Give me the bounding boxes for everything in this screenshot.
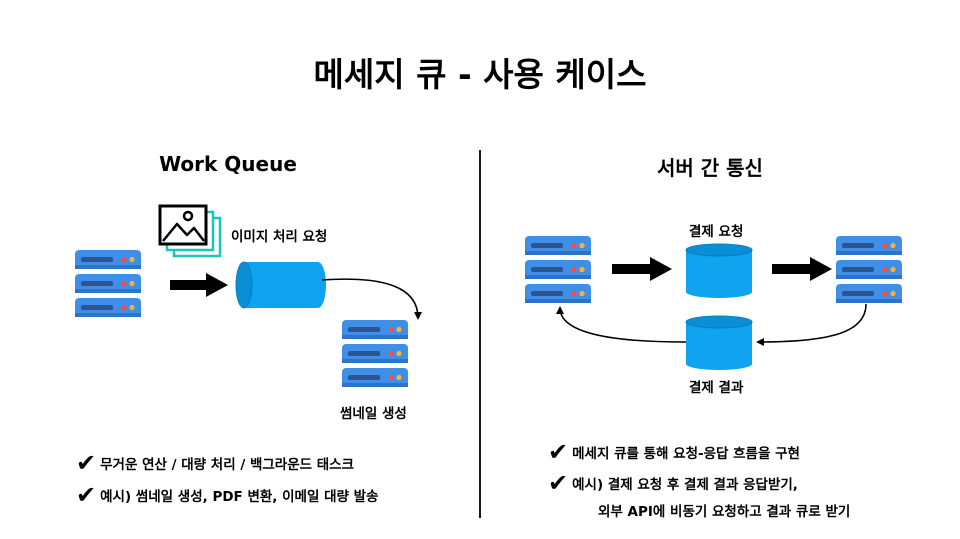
consume-arrow-icon (321, 278, 422, 320)
right-bullet-2-continuation: 외부 API에 비동기 요청하고 결과 큐로 받기 (598, 504, 851, 520)
work-queue-cylinder-icon (235, 261, 327, 309)
left-bullet-2: ✔ 예시) 썸네일 생성, PDF 변환, 이메일 대량 발송 (76, 483, 378, 507)
result-arrow-icon (756, 303, 867, 346)
result-label: 결제 결과 (689, 380, 744, 396)
server-communication-heading: 서버 간 통신 (657, 156, 763, 180)
task-label: 이미지 처리 요청 (231, 229, 328, 245)
right-bullet-2: ✔ 예시) 결제 요청 후 결제 결과 응답받기, (548, 471, 798, 495)
check-icon: ✔ (76, 481, 97, 509)
right-bullet-2-text: 예시) 결제 요청 후 결제 결과 응답받기, (572, 477, 798, 493)
worker-label: 썸네일 생성 (340, 406, 407, 422)
image-icon (158, 204, 222, 258)
right-bullet-1-text: 메세지 큐를 통해 요청-응답 흐름을 구현 (572, 446, 800, 462)
request-arrow-icon (612, 257, 672, 281)
producer-server-icon (75, 250, 141, 317)
response-arrow-icon (556, 306, 687, 343)
produce-arrow-icon (170, 273, 228, 297)
left-bullet-1: ✔ 무거운 연산 / 대량 처리 / 백그라운드 태스크 (76, 451, 354, 475)
client-server-icon (525, 236, 591, 303)
request-queue-cylinder-icon (685, 243, 753, 299)
check-icon: ✔ (76, 449, 97, 477)
check-icon: ✔ (548, 469, 569, 497)
worker-server-icon (342, 320, 408, 387)
left-bullet-2-text: 예시) 썸네일 생성, PDF 변환, 이메일 대량 발송 (100, 489, 379, 505)
check-icon: ✔ (548, 438, 569, 466)
payment-server-icon (836, 236, 902, 303)
deliver-arrow-icon (772, 257, 832, 281)
result-queue-cylinder-icon (685, 315, 753, 371)
request-label: 결제 요청 (689, 224, 744, 240)
section-divider (479, 150, 481, 518)
page-title: 메세지 큐 - 사용 케이스 (313, 55, 647, 94)
right-bullet-1: ✔ 메세지 큐를 통해 요청-응답 흐름을 구현 (548, 440, 800, 464)
work-queue-heading: Work Queue (159, 152, 297, 176)
left-bullet-1-text: 무거운 연산 / 대량 처리 / 백그라운드 태스크 (100, 457, 355, 473)
